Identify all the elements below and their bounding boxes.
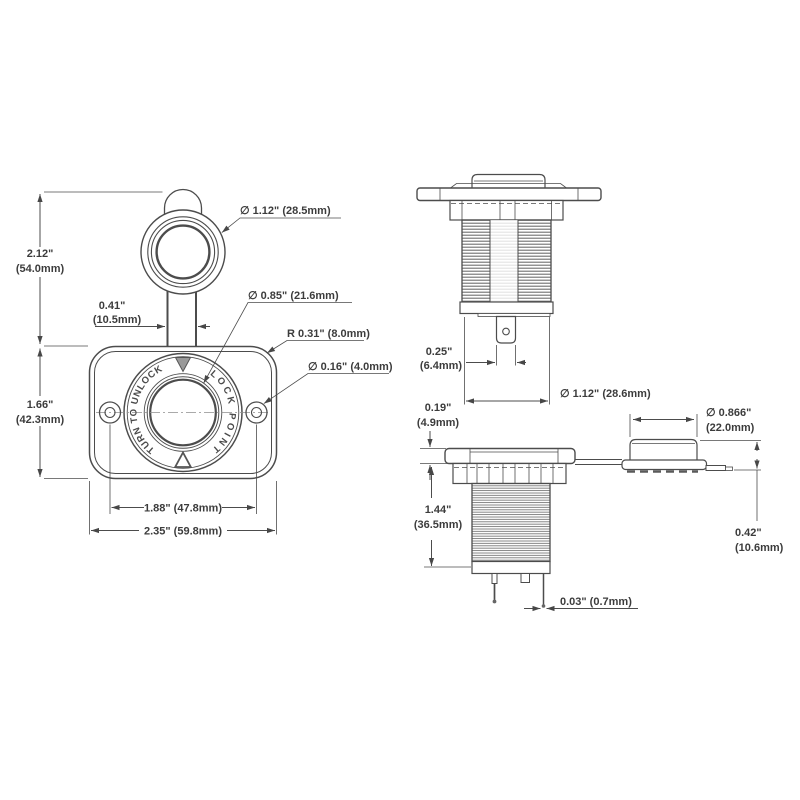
terminal-hole (502, 327, 510, 336)
rear-flange (416, 187, 602, 202)
cap-diameter-label: ∅ 1.12" (28.5mm) (240, 205, 331, 217)
leader-recess-diameter: ∅ 0.85" (21.6mm) (203, 290, 352, 384)
installed-side-view: 0.19" (4.9mm) 1.44" (36.5mm) 0.03" (0.7m… (414, 402, 784, 612)
front-view: TURN TO UNLOCK LOCK POINT 2.12" (54.0mm)… (16, 188, 393, 538)
recess-diameter-label: ∅ 0.85" (21.6mm) (248, 290, 339, 302)
dim-flange-thickness: 0.19" (4.9mm) (417, 402, 460, 480)
dim-cap-height: 0.42" (10.6mm) (700, 440, 784, 554)
dim-overall-height: 2.12" (54.0mm) (16, 191, 163, 347)
dim-plate-height: 1.66" (42.3mm) (16, 348, 88, 479)
terminal-width-mm: (6.4mm) (420, 360, 463, 372)
cap-tether-lines (166, 291, 197, 346)
plate-width-label: 2.35" (59.8mm) (144, 526, 222, 538)
corner-radius-label: R 0.31" (8.0mm) (287, 328, 370, 340)
hex-nut (449, 199, 564, 221)
overall-height-in: 2.12" (27, 248, 54, 260)
cap-height-in: 0.42" (735, 527, 762, 539)
cap-height-mm: (10.6mm) (735, 542, 784, 554)
inst-flange (444, 447, 576, 465)
dim-plate-width: 2.35" (59.8mm) (89, 481, 277, 538)
plate-height-mm: (42.3mm) (16, 414, 65, 426)
dim-pin-diameter: 0.03" (0.7mm) (524, 596, 638, 612)
barrel-end-band (459, 301, 554, 315)
cap-thumb-tab (705, 465, 726, 471)
plate-height-in: 1.66" (27, 399, 54, 411)
tether-width-mm: (10.5mm) (93, 314, 142, 326)
dim-barrel-diameter: ∅ 1.12" (28.6mm) (464, 317, 651, 405)
lock-triangle-bottom (173, 450, 193, 468)
screw-hole-right (245, 401, 268, 424)
castellated-ring (452, 462, 567, 485)
cap-tether-strap (575, 458, 622, 466)
barrel-diameter-label: ∅ 1.12" (28.6mm) (560, 388, 651, 400)
leader-corner-radius: R 0.31" (8.0mm) (266, 328, 370, 354)
dim-body-depth: 1.44" (36.5mm) (414, 467, 471, 568)
dim-cap-diameter: ∅ 0.866" (22.0mm) (629, 407, 755, 437)
cap-outer-ring (140, 209, 226, 295)
body-end-band (471, 560, 551, 575)
dim-hole-spacing: 1.88" (47.8mm) (109, 424, 257, 515)
rear-cap (450, 173, 567, 189)
cap-open (621, 438, 733, 473)
cap-diameter-in: ∅ 0.866" (706, 407, 751, 419)
overall-height-mm: (54.0mm) (16, 263, 65, 275)
hole-diameter-label: ∅ 0.16" (4.0mm) (308, 361, 393, 373)
screw-hole-left (98, 401, 122, 424)
wire-pins (491, 573, 546, 608)
leader-cap-diameter: ∅ 1.12" (28.5mm) (221, 205, 341, 233)
body-depth-mm: (36.5mm) (414, 519, 463, 531)
threaded-barrel (459, 219, 554, 317)
rear-side-view: 0.25" (6.4mm) ∅ 1.12" (28.6mm) (416, 173, 651, 405)
cap-bump (163, 188, 203, 216)
lock-triangle-top (174, 357, 192, 373)
hole-spacing-label: 1.88" (47.8mm) (144, 503, 222, 515)
cap-diameter-mm: (22.0mm) (706, 422, 755, 434)
ribbed-body (471, 482, 551, 575)
tether-width-in: 0.41" (99, 300, 126, 312)
dim-terminal-width: 0.25" (6.4mm) (420, 345, 526, 372)
flange-thickness-in: 0.19" (425, 402, 452, 414)
cap-dome (629, 438, 698, 460)
cap-closed (140, 188, 226, 295)
leader-hole-diameter: ∅ 0.16" (4.0mm) (263, 361, 393, 404)
body-depth-in: 1.44" (425, 504, 452, 516)
flange-thickness-mm: (4.9mm) (417, 417, 460, 429)
cap-plate (621, 459, 708, 471)
spade-terminal (495, 315, 517, 344)
pin-diameter-label: 0.03" (0.7mm) (560, 596, 632, 608)
terminal-width-in: 0.25" (426, 346, 453, 358)
dim-tether-width: 0.41" (10.5mm) (93, 300, 210, 330)
